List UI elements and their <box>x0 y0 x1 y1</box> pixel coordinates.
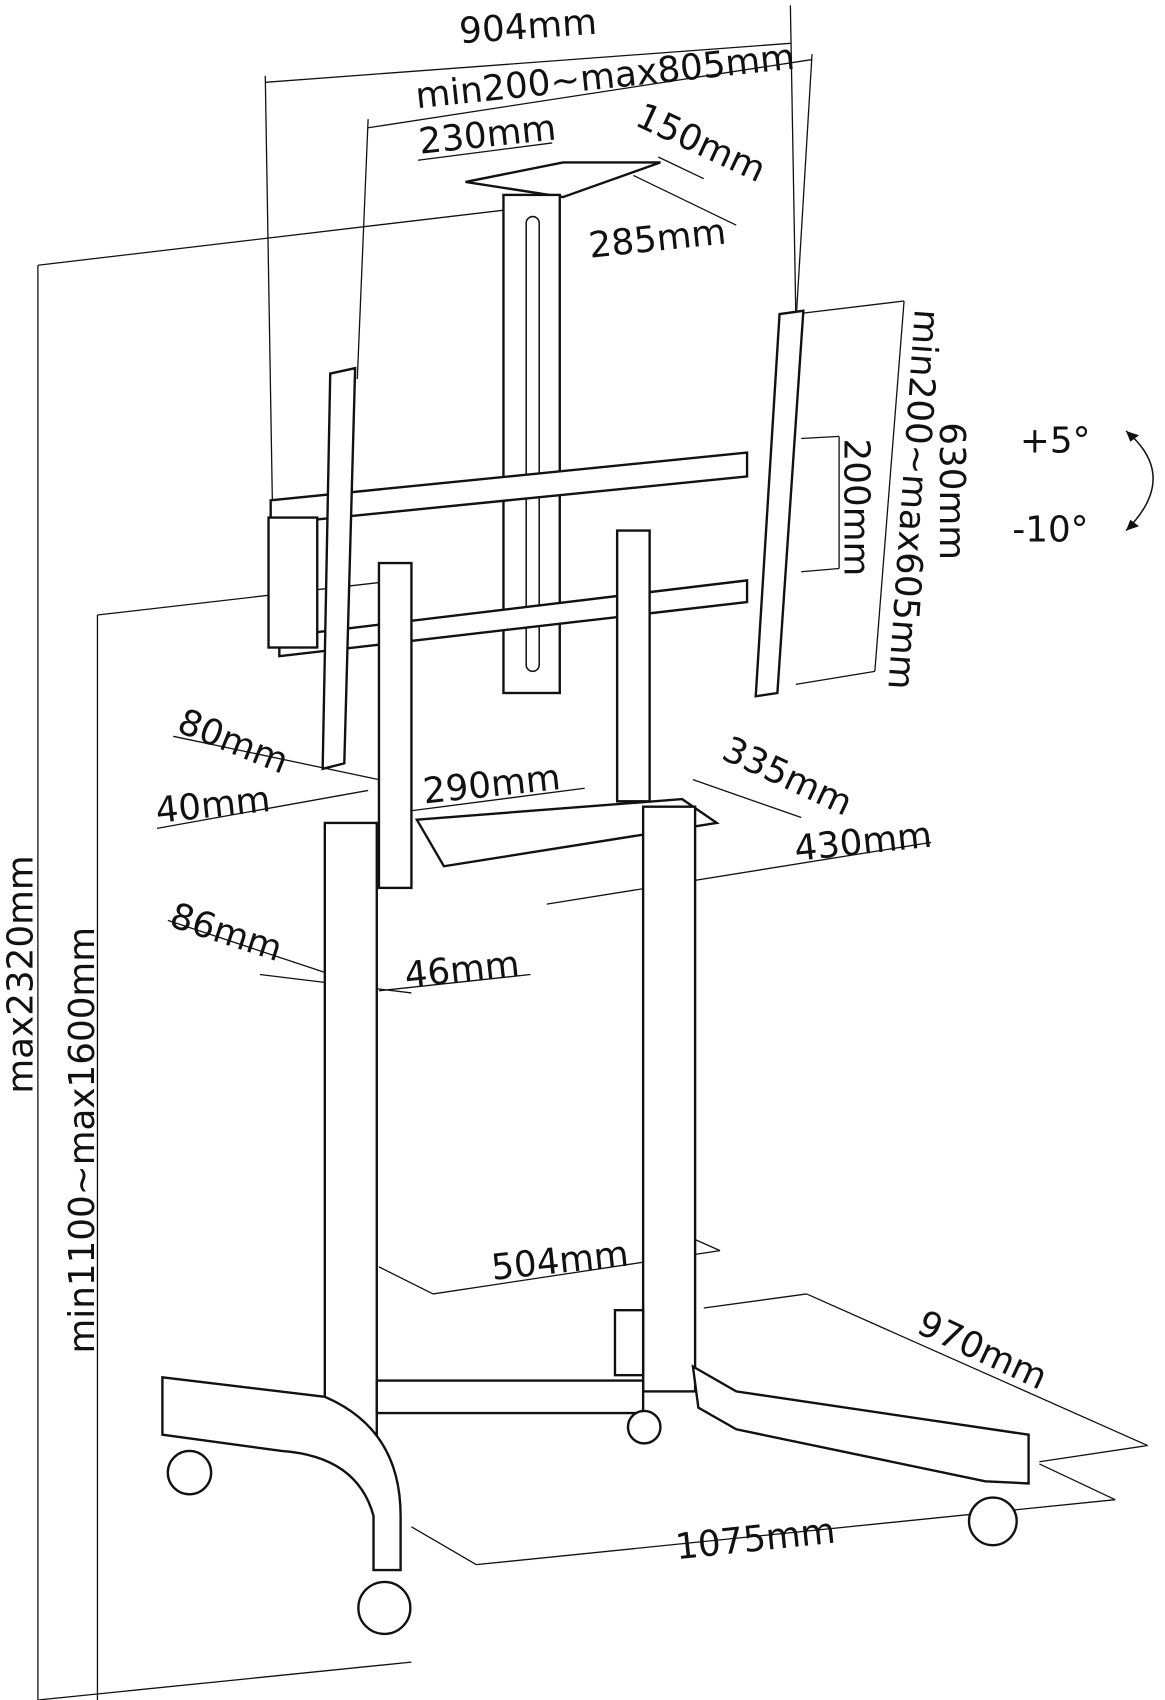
caster-wheels <box>166 1409 1018 1636</box>
left-base-leg <box>161 1375 402 1572</box>
tilt-arrow-icon <box>1125 430 1154 532</box>
label-base-width: 1075mm <box>673 1511 837 1569</box>
label-shelf-depth: 335mm <box>716 729 858 824</box>
left-vesa-arm <box>321 366 357 771</box>
lower-column-right <box>641 805 697 1393</box>
cable-clip <box>613 1309 645 1377</box>
label-lower-column-depth: 86mm <box>165 895 287 970</box>
label-shelf-length: 430mm <box>792 815 933 870</box>
upper-column <box>377 561 413 890</box>
label-overall-width: 904mm <box>458 2 598 53</box>
upper-column-right <box>615 529 651 803</box>
label-tilt-up: +5° <box>1020 421 1091 462</box>
label-mount-height: 630mm <box>931 422 972 560</box>
dimension-lines <box>37 5 1148 1700</box>
label-center-height-range: min1100~max1600mm <box>62 927 103 1354</box>
label-tilt-down: -10° <box>1012 509 1088 550</box>
mount-crossbar-upper <box>269 451 749 526</box>
right-base-leg <box>691 1364 1030 1485</box>
label-shelf-width: 290mm <box>421 757 562 812</box>
label-bracket-height: 200mm <box>836 439 877 577</box>
label-upper-column-depth: 80mm <box>172 701 294 782</box>
label-upper-column-width: 40mm <box>154 779 273 832</box>
label-column-spacing: 504mm <box>489 1234 630 1289</box>
lower-column-left <box>323 821 378 1436</box>
stand-illustration <box>161 161 1154 1636</box>
media-shelf <box>414 797 720 868</box>
label-top-shelf-height-offset: 285mm <box>587 211 728 266</box>
right-vesa-arm <box>754 309 805 698</box>
left-bracket-plate <box>267 516 319 649</box>
label-top-shelf-width: 230mm <box>417 108 558 163</box>
label-max-height: max2320mm <box>0 855 41 1093</box>
bottom-crossbar <box>375 1379 645 1415</box>
top-shelf <box>465 161 661 199</box>
label-lower-column-width: 46mm <box>403 944 522 997</box>
